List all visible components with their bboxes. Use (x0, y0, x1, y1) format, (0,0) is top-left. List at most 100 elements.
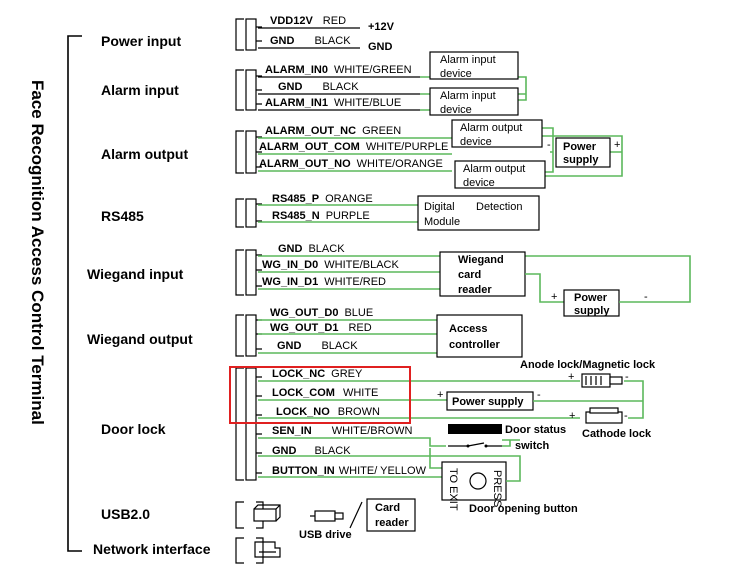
alarm-input-device-2-line1: Alarm input (440, 90, 496, 102)
pin-gnd-alarm: GND (278, 81, 303, 93)
wire-wg-in-d1: WHITE/RED (324, 276, 386, 288)
rs485-module-word3: Module (424, 216, 460, 228)
alarm-input-device-1-line1: Alarm input (440, 54, 496, 66)
sign-plus-wiegand: + (551, 291, 557, 303)
lock-highlight-box (229, 366, 411, 424)
button-face-press: PRESS (491, 470, 503, 507)
wire-gnd-door: BLACK (314, 445, 351, 457)
wire-lock-com: WHITE (343, 387, 378, 399)
sign-plus-lock-psu: + (437, 389, 443, 401)
wire-gnd-wg-in: BLACK (308, 243, 345, 255)
rs485-module-word1: Digital (424, 201, 455, 213)
pin-wg-in-d1: WG_IN_D1 (262, 276, 318, 288)
pin-lock-com: LOCK_COM (272, 387, 335, 399)
access-controller-line1: Access (449, 323, 488, 335)
wire-wg-in-d0: WHITE/BLACK (324, 259, 399, 271)
pin-rs485-n: RS485_N (272, 210, 320, 222)
wire-lock-nc: GREY (331, 368, 363, 380)
wire-sen-in: WHITE/BROWN (332, 425, 413, 437)
pin-alarm-out-nc: ALARM_OUT_NC (265, 125, 356, 137)
wire-rs485-n: PURPLE (326, 210, 370, 222)
wire-wg-out-d0: BLUE (344, 307, 373, 319)
pin-wg-out-d1: WG_OUT_D1 (270, 322, 338, 334)
group-wiegand-input: Wiegand input (87, 266, 184, 282)
sign-plus-anode: + (568, 371, 574, 383)
pin-lock-no: LOCK_NO (276, 406, 330, 418)
door-opening-button-label: Door opening button (469, 503, 578, 515)
pin-gnd-power: GND (270, 35, 295, 47)
usb-drive-icon (314, 510, 336, 522)
power-supply-alarm-line1: Power (563, 141, 597, 153)
group-usb: USB2.0 (101, 506, 150, 522)
device-title: Face Recognition Access Control Terminal (28, 80, 47, 425)
wiegand-card-reader-line1: Wiegand (458, 254, 504, 266)
sign-minus-anode: - (625, 371, 629, 383)
cathode-lock-label: Cathode lock (582, 428, 652, 440)
button-face-exit: TO EXIT (447, 468, 459, 511)
group-rs485: RS485 (101, 208, 144, 224)
sign-plus-alarm: + (614, 139, 620, 151)
alarm-output-device-1 (451, 119, 543, 148)
sign-minus-lock-psu: - (537, 389, 541, 401)
alarm-output-device-2-line1: Alarm output (463, 163, 525, 175)
wiegand-card-reader (439, 251, 526, 297)
pin-wg-out-d0: WG_OUT_D0 (270, 307, 338, 319)
sign-plus-cathode: + (569, 410, 575, 422)
card-reader-line1: Card (375, 502, 400, 514)
pin-wg-in-d0: WG_IN_D0 (262, 259, 318, 271)
pin-gnd-wg-in: GND (278, 243, 303, 255)
wire-alarm-out-no: WHITE/ORANGE (357, 158, 443, 170)
pin-alarm-in0: ALARM_IN0 (265, 64, 328, 76)
wire-gnd-alarm: BLACK (322, 81, 359, 93)
wire-alarm-out-nc: GREEN (362, 125, 401, 137)
access-controller (436, 314, 523, 358)
rs485-module-word2: Detection (476, 201, 522, 213)
alarm-input-device-2 (429, 87, 519, 116)
power-supply-lock-label: Power supply (452, 396, 524, 408)
wire-gnd-power: BLACK (314, 35, 351, 47)
group-power-input: Power input (101, 33, 181, 49)
cathode-lock-icon (585, 411, 623, 424)
sign-minus-wiegand: - (644, 291, 648, 303)
connectors (235, 18, 264, 564)
door-status-label-line1: Door status (505, 424, 566, 436)
rs485-module (417, 195, 540, 231)
card-reader-box (366, 498, 416, 532)
pin-vdd12v: VDD12V (270, 15, 313, 27)
wire-alarm-in1: WHITE/BLUE (334, 97, 401, 109)
power-supply-wiegand-line2: supply (574, 305, 610, 317)
pin-lock-nc: LOCK_NC (272, 368, 325, 380)
alarm-output-device-1-line2: device (460, 136, 492, 148)
note-plus12v: +12V (368, 21, 395, 33)
wiegand-card-reader-line3: reader (458, 284, 492, 296)
alarm-input-device-2-line2: device (440, 104, 472, 116)
wiegand-card-reader-line2: card (458, 269, 481, 281)
usb-drive-label: USB drive (299, 529, 352, 541)
door-status-label-line2: switch (515, 440, 550, 452)
card-reader-line2: reader (375, 517, 409, 529)
pin-alarm-in1: ALARM_IN1 (265, 97, 328, 109)
power-supply-wiegand-line1: Power (574, 292, 608, 304)
alarm-input-device-1-line2: device (440, 68, 472, 80)
wire-vdd12v: RED (323, 15, 346, 27)
group-alarm-output: Alarm output (101, 146, 188, 162)
